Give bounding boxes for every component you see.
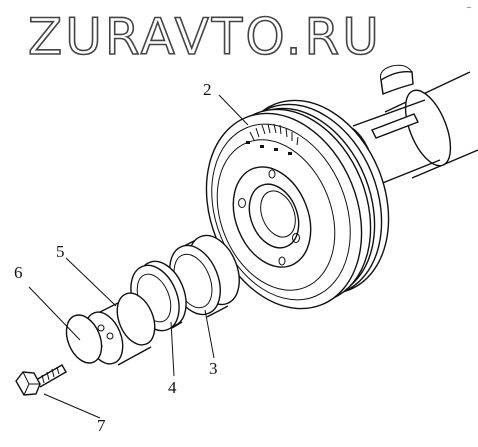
leader-line-5 — [65, 257, 117, 307]
watermark-text: ZURAVTO.RU — [28, 8, 382, 66]
callout-label: 7 — [97, 416, 106, 435]
pulley-bolt-icon — [15, 364, 67, 396]
callout-label: 4 — [168, 378, 177, 397]
leader-line-7 — [43, 393, 101, 419]
leader-line-2 — [218, 94, 249, 126]
crankshaft-pulley-icon — [205, 99, 390, 310]
callout-label: 2 — [203, 80, 212, 99]
leader-lines — [28, 94, 249, 419]
callout-label: 3 — [209, 359, 218, 378]
o-ring-icon — [65, 314, 103, 364]
callout-label: 6 — [14, 263, 23, 282]
leader-line-3 — [204, 309, 215, 359]
corner-mark: ~ — [466, 4, 472, 12]
leader-line-4 — [170, 321, 175, 377]
woodruff-key-icon — [380, 64, 414, 95]
leader-line-6 — [28, 286, 81, 341]
callout-label: 5 — [56, 242, 65, 261]
